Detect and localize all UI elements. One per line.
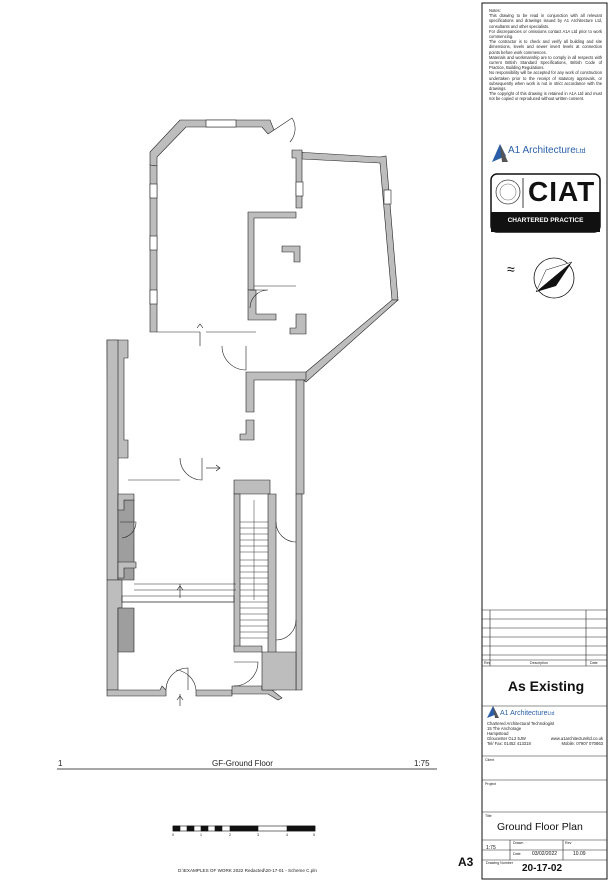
ciat-text: CIAT xyxy=(528,176,596,207)
company-line-1: Chartered Architectural Technologist xyxy=(487,721,555,726)
note-5: No responsibility will be accepted for a… xyxy=(489,70,602,92)
svg-text:≈: ≈ xyxy=(507,261,515,277)
file-path-footer: D:\EXAMPLES OF WORK 2022 Redacted\20-17-… xyxy=(178,868,317,873)
note-2: For discrepancies or omissions contact A… xyxy=(489,28,602,40)
north-arrow-icon: ≈ xyxy=(507,257,575,299)
view-scale: 1:75 xyxy=(414,759,430,768)
central-wall-4 xyxy=(233,479,271,495)
title-block-grid xyxy=(482,609,607,861)
scale-tick-1: 1 xyxy=(200,833,202,837)
stair-bottom-wall xyxy=(233,645,263,653)
date-value: 03/02/2022 xyxy=(532,851,558,857)
brand-name: A1 ArchitectureLtd xyxy=(508,145,586,156)
central-wall-3 xyxy=(295,379,305,495)
ground-floor-plan xyxy=(106,119,399,701)
stair-treads xyxy=(240,500,268,639)
date-label: Date xyxy=(513,852,521,856)
stair-block-wall xyxy=(233,493,241,651)
door-alcove xyxy=(249,289,269,309)
company-line-4: Gloucester GL2 5JW xyxy=(487,736,526,741)
note-4: Materials and workmanship are to comply … xyxy=(489,54,602,71)
a1-logo-icon xyxy=(487,144,508,718)
lower-left-dark-strip xyxy=(117,607,135,653)
project-label: Project xyxy=(485,782,497,786)
sheet-border xyxy=(481,2,608,880)
note-1: This drawing to be read in conjunction w… xyxy=(489,13,602,29)
lower-right-wall xyxy=(295,493,303,691)
notes-block: Notes: This drawing to be read in conjun… xyxy=(489,8,602,102)
sheet-title: Ground Floor Plan xyxy=(497,821,583,833)
notes-heading: Notes: xyxy=(489,8,501,13)
door-lower-1 xyxy=(120,521,137,539)
chimney-inner xyxy=(289,313,307,335)
central-partition xyxy=(291,149,303,209)
paper-size: A3 xyxy=(458,855,474,869)
note-6: The copyright of this drawing is retaine… xyxy=(489,91,602,102)
ciat-logo xyxy=(490,173,601,233)
door-hall-2 xyxy=(179,457,203,481)
direction-arrows xyxy=(176,323,221,706)
hall-left-wall-2 xyxy=(106,339,119,581)
drawing-number-label: Drawing Number xyxy=(486,861,513,865)
door-lower-right xyxy=(233,661,259,687)
bay-wall xyxy=(149,119,275,167)
company-line-2: 15 The Anchorage xyxy=(487,726,522,731)
drawn-label: Drawn xyxy=(513,841,524,845)
company-website: www.a1architectureltd.co.uk xyxy=(550,736,603,741)
central-wall-2 xyxy=(239,419,255,441)
scale-tick-0: 0 xyxy=(172,833,174,837)
right-room-angled-wall xyxy=(299,299,399,383)
room-outlines xyxy=(120,117,392,706)
title-label: Title xyxy=(485,814,492,818)
ciat-label: CHARTERED PRACTICE xyxy=(507,217,584,224)
view-name: GF-Ground Floor xyxy=(212,759,273,768)
scale-tick-4: 4 xyxy=(286,833,288,837)
description-header: Description xyxy=(530,661,548,665)
door-front-double-2 xyxy=(175,669,197,691)
rev-header: Rev xyxy=(484,661,491,665)
company-mobile: Mobile: 07907 070863 xyxy=(561,741,603,746)
bottom-right-block xyxy=(261,651,297,691)
scale-tick-3: 3 xyxy=(257,833,259,837)
drawing-status: As Existing xyxy=(507,678,585,694)
left-of-stair-wall xyxy=(121,595,235,603)
door-front-bay xyxy=(273,117,296,143)
client-label: Client xyxy=(485,758,495,762)
front-wall-right xyxy=(195,689,233,697)
right-room-top-wall xyxy=(295,151,399,301)
alcove-wall xyxy=(247,289,277,321)
company-tel: Tel/ Fax: 01452 413318 xyxy=(487,741,531,746)
central-wall-1 xyxy=(245,371,307,413)
scale-value: 1:75 xyxy=(486,845,496,851)
scale-tick-2: 2 xyxy=(229,833,231,837)
company-brand: A1 ArchitectureLtd xyxy=(500,710,555,717)
door-hall-1 xyxy=(221,345,247,371)
company-row-4: Gloucester GL2 5JW www.a1architectureltd… xyxy=(487,736,603,741)
rev-label: Rev xyxy=(565,841,572,845)
note-3: The contractor is to check and verify al… xyxy=(489,39,602,55)
rev-value: 10.09 xyxy=(573,851,586,857)
chimney-breast xyxy=(281,245,301,263)
company-row-5: Tel/ Fax: 01452 413318 Mobile: 07907 070… xyxy=(487,741,603,746)
drawing-number: 20-17-02 xyxy=(522,863,563,874)
date-header: Date xyxy=(590,661,598,665)
company-line-3: Hampstead xyxy=(487,731,509,736)
door-right-corr xyxy=(275,521,297,543)
closet-wall-2 xyxy=(117,561,137,579)
closet-wall-1 xyxy=(117,493,135,511)
company-address: Chartered Architectural Technologist 15 … xyxy=(487,721,603,746)
brand-suffix: Ltd xyxy=(575,148,586,155)
scale-tick-5: 5 xyxy=(313,833,315,837)
door-right-corr-2 xyxy=(275,619,297,641)
scale-bar xyxy=(172,825,316,832)
door-front-double xyxy=(165,667,189,691)
view-index: 1 xyxy=(58,759,63,768)
